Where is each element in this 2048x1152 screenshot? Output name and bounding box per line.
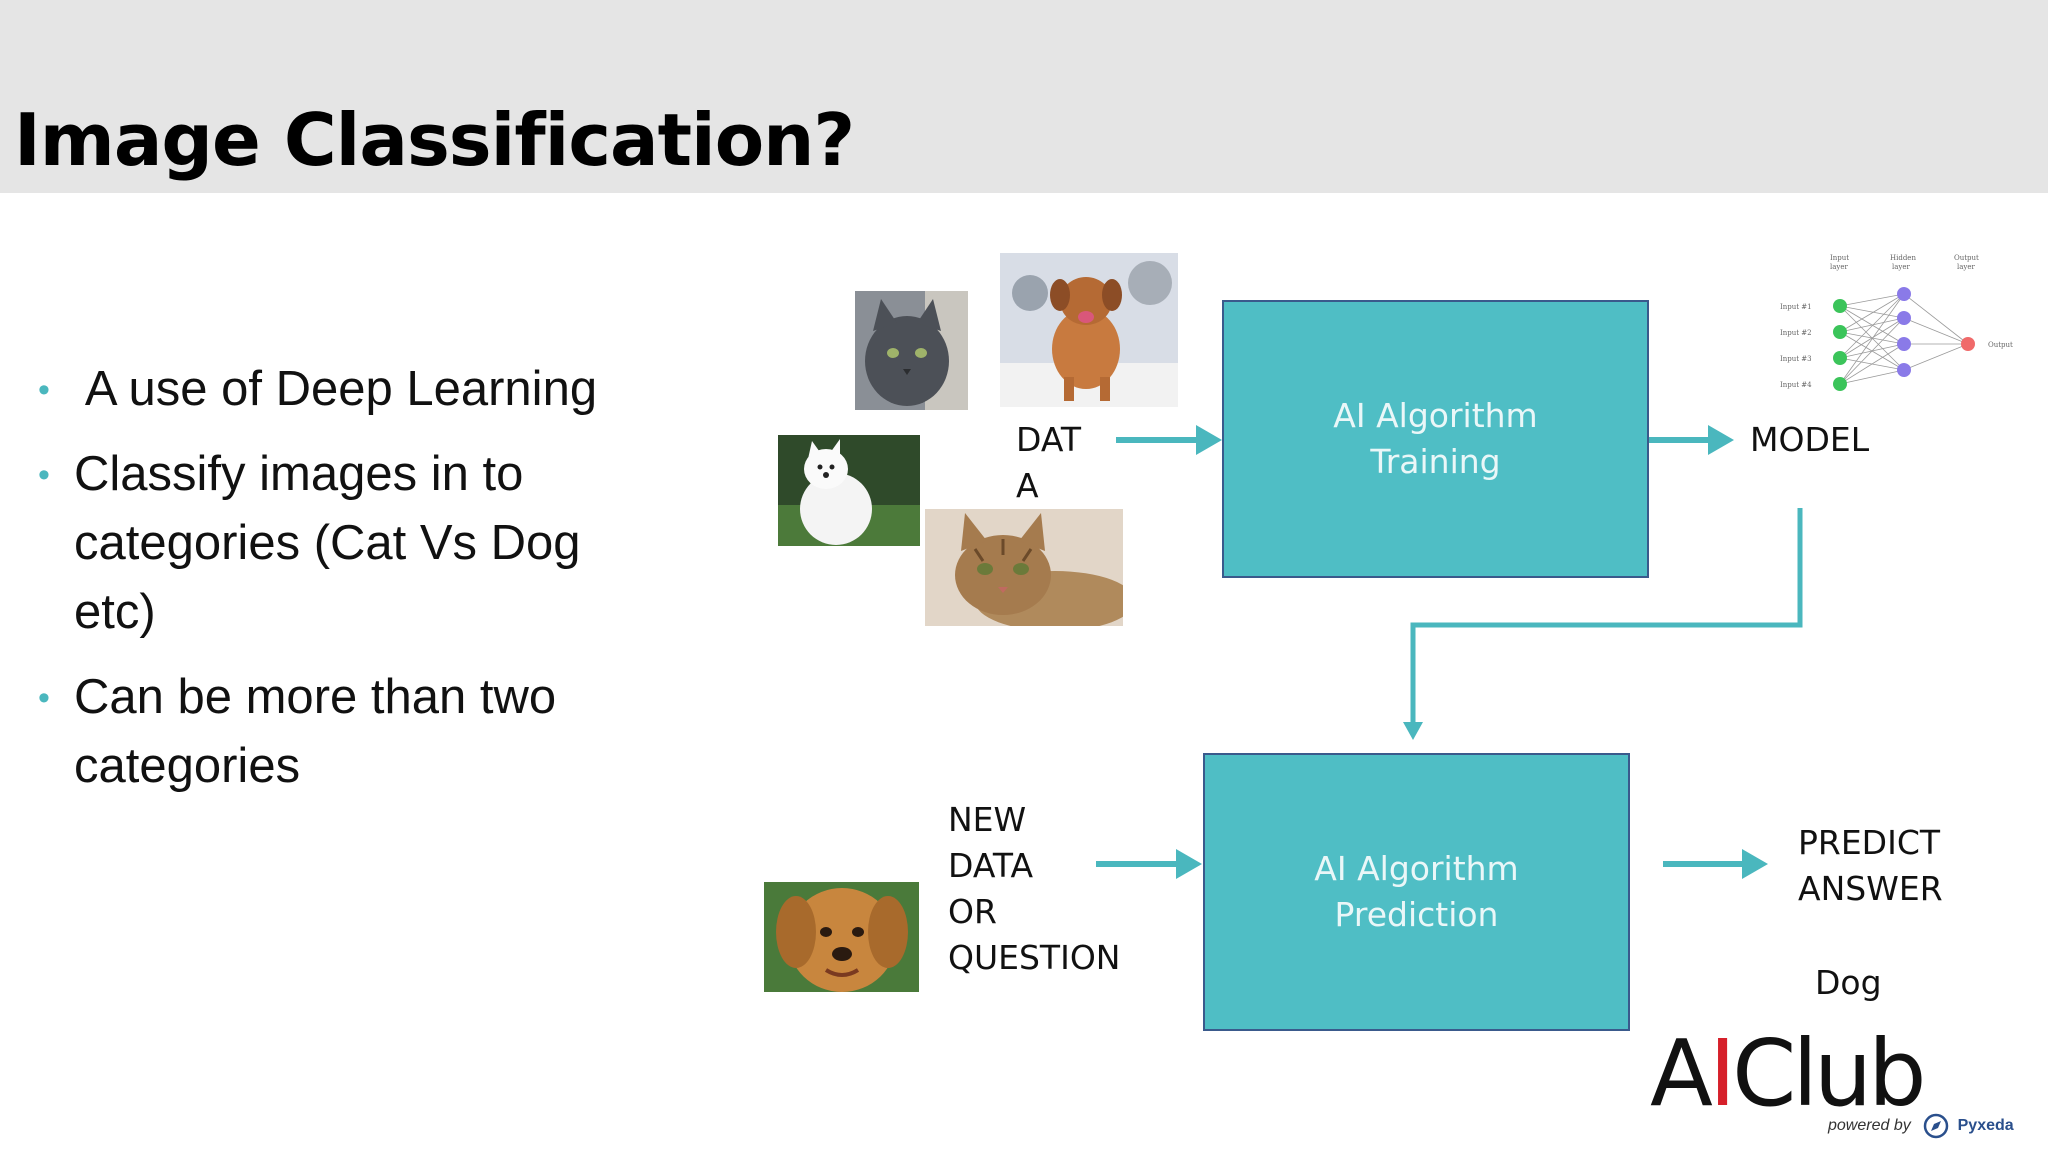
bullet-dot-icon: •: [38, 679, 50, 717]
nn-input-label: Input #4: [1780, 381, 1812, 389]
logo-wordmark: AIClub: [1650, 1024, 1927, 1124]
predict-answer-label: PREDICT ANSWER: [1798, 823, 1943, 908]
tabby-cat-photo: [925, 509, 1123, 626]
new-data-to-prediction-arrow: [1096, 849, 1202, 879]
model-label: MODEL: [1750, 420, 1870, 459]
training-box: AI Algorithm Training: [1222, 300, 1649, 578]
training-to-model-arrow: [1649, 425, 1734, 455]
gray-cat-photo: [855, 291, 968, 410]
bullet-dot-icon: •: [38, 456, 50, 494]
data-label: DAT A: [1016, 420, 1082, 505]
bullet-item: • Classify images in to categories (Cat …: [38, 440, 698, 647]
compass-icon: [1923, 1113, 1949, 1139]
nn-input-label: Input #1: [1780, 303, 1812, 311]
answer-label: Dog: [1815, 963, 1882, 1002]
nn-layer-label: layer: [1957, 263, 1976, 271]
bullet-item: • A use of Deep Learning: [38, 355, 698, 424]
bullet-text: Can be more than two categories: [74, 670, 557, 793]
training-box-line: AI Algorithm: [1333, 396, 1538, 435]
nn-layer-label: layer: [1830, 263, 1849, 271]
nn-layer-label: Hidden: [1890, 254, 1916, 262]
bullet-text: Classify images in to categories (Cat Vs…: [74, 447, 581, 639]
white-dog-photo: [778, 435, 920, 546]
prediction-box-line: Prediction: [1334, 895, 1499, 934]
bullet-item: • Can be more than two categories: [38, 663, 698, 801]
logo-accent: I: [1708, 1020, 1736, 1127]
nn-input-label: Input #3: [1780, 355, 1812, 363]
logo-tagline: powered by Pyxeda: [1828, 1113, 2014, 1139]
data-to-training-arrow: [1116, 425, 1222, 455]
slide-title: Image Classification?: [14, 98, 855, 182]
nn-layer-label: Input: [1830, 254, 1849, 262]
bullet-list: • A use of Deep Learning • Classify imag…: [38, 355, 698, 817]
nn-input-label: Input #2: [1780, 329, 1812, 337]
new-data-label: NEW DATA OR QUESTION: [948, 800, 1121, 977]
dog-face-photo: [764, 882, 919, 992]
nn-layer-label: Output: [1954, 254, 1979, 262]
training-box-line: Training: [1370, 442, 1501, 481]
prediction-box: AI Algorithm Prediction: [1203, 753, 1630, 1031]
logo-part: A: [1650, 1020, 1713, 1127]
nn-layer-label: layer: [1892, 263, 1911, 271]
title-bar: [0, 0, 2048, 193]
powered-by-text: powered by: [1828, 1117, 1911, 1135]
running-dog-photo: [1000, 253, 1178, 407]
brand-name: Pyxeda: [1957, 1117, 2014, 1135]
aiclub-logo: AIClub powered by Pyxeda: [1650, 1024, 2030, 1140]
nn-output-label: Output: [1988, 341, 2013, 349]
bullet-text: A use of Deep Learning: [74, 362, 598, 416]
prediction-box-line: AI Algorithm: [1314, 849, 1519, 888]
bullet-dot-icon: •: [38, 371, 50, 409]
logo-part: Club: [1732, 1020, 1927, 1127]
model-to-prediction-arrow: [1403, 508, 1803, 740]
prediction-to-answer-arrow: [1663, 849, 1768, 879]
